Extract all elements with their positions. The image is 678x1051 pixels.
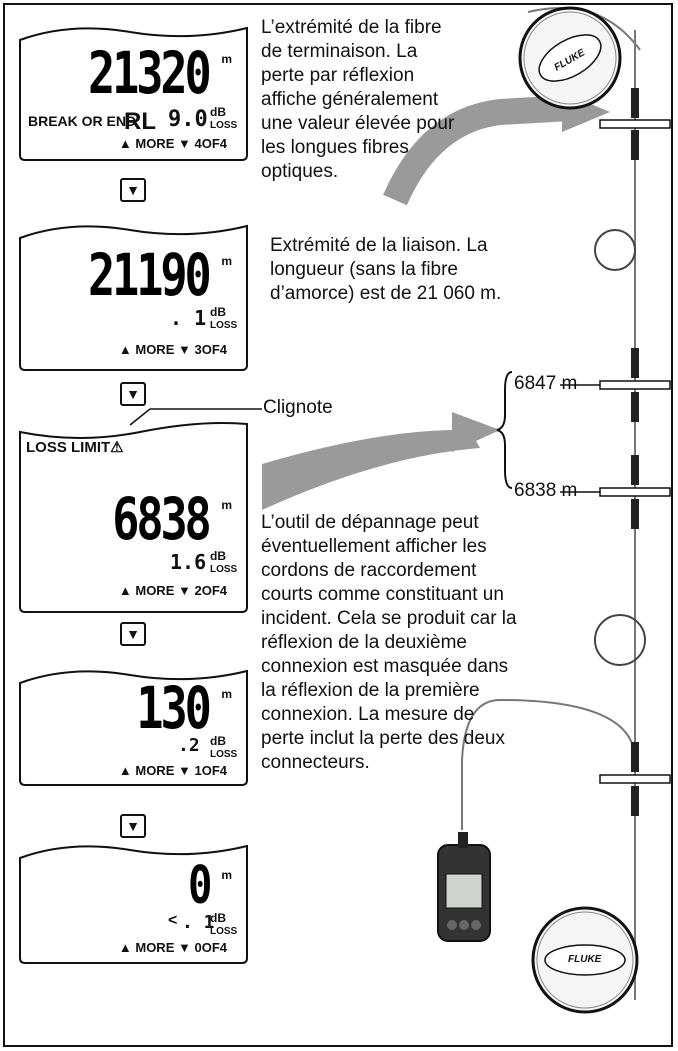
page-indicator: ▲ MORE ▼ 4OF4 [118,136,227,151]
distance-readout: 21190 [88,241,212,309]
fiber-to-meter [461,698,636,830]
status-label: LOSS LIMIT⚠ [26,439,124,456]
loss-value: . 1 [170,306,207,330]
figure-frame [3,3,673,1047]
distance-readout: 130 [136,674,212,742]
distance-unit: m [221,52,232,66]
distance-readout: 6838 [112,485,213,553]
down-triangle-icon: ▼ [126,626,140,642]
lcd-screen-3-outline [19,422,248,613]
distance-unit: m [221,254,232,268]
down-triangle-icon: ▼ [126,818,140,834]
launch-fiber-spool [531,906,639,1014]
fiber-loop-upper [594,229,636,271]
distance-upper-label: 6847 m [514,373,578,394]
distance-brace [496,371,513,489]
blink-leader-line [129,408,151,426]
adapter-upper [599,380,671,390]
arrow-to-end-connector [383,95,571,206]
distance-lower-label: 6838 m [514,480,578,501]
page-indicator: ▲ MORE ▼ 2OF4 [118,583,227,598]
rl-label: RL [124,108,156,135]
loss-value: 1.6 [170,550,207,574]
end-fiber-spool [518,6,622,110]
fiber-meter [437,832,491,942]
adapter-lower [599,487,671,497]
distance-unit: m [221,498,232,512]
page-indicator: ▲ MORE ▼ 3OF4 [118,342,227,357]
page-indicator: ▲ MORE ▼ 1OF4 [118,763,227,778]
adapter-end [599,119,671,129]
down-button[interactable]: ▼ [120,382,146,406]
lcd-screen-4-outline [19,669,248,786]
distance-unit: m [221,687,232,701]
loss-value: .2 [178,735,200,756]
distance-readout: 21320 [88,39,212,107]
fiber-loop-lower [594,614,646,666]
arrow-to-patch-cords [262,430,480,510]
lcd-screen-2-outline [19,224,248,371]
blink-label: Clignote [263,397,333,418]
loss-value: . 1 [182,912,215,933]
lcd-screen-5-outline [19,844,248,964]
warning-triangle-icon: ⚠ [110,439,124,456]
down-triangle-icon: ▼ [126,182,140,198]
distance-unit: m [221,868,232,882]
loss-prefix: < [168,912,178,929]
spool-brand-bottom: FLUKE [568,954,602,965]
down-button[interactable]: ▼ [120,622,146,646]
adapter-launch [599,774,671,784]
loss-value: 9.0 [168,107,208,132]
arrow-head-patch-cords [452,412,500,452]
distance-readout: 0 [187,856,212,916]
down-button[interactable]: ▼ [120,178,146,202]
page-indicator: ▲ MORE ▼ 0OF4 [118,940,227,955]
down-button[interactable]: ▼ [120,814,146,838]
lcd-screen-1-outline [19,26,248,161]
down-triangle-icon: ▼ [126,386,140,402]
status-label: BREAK OR END [28,113,137,129]
